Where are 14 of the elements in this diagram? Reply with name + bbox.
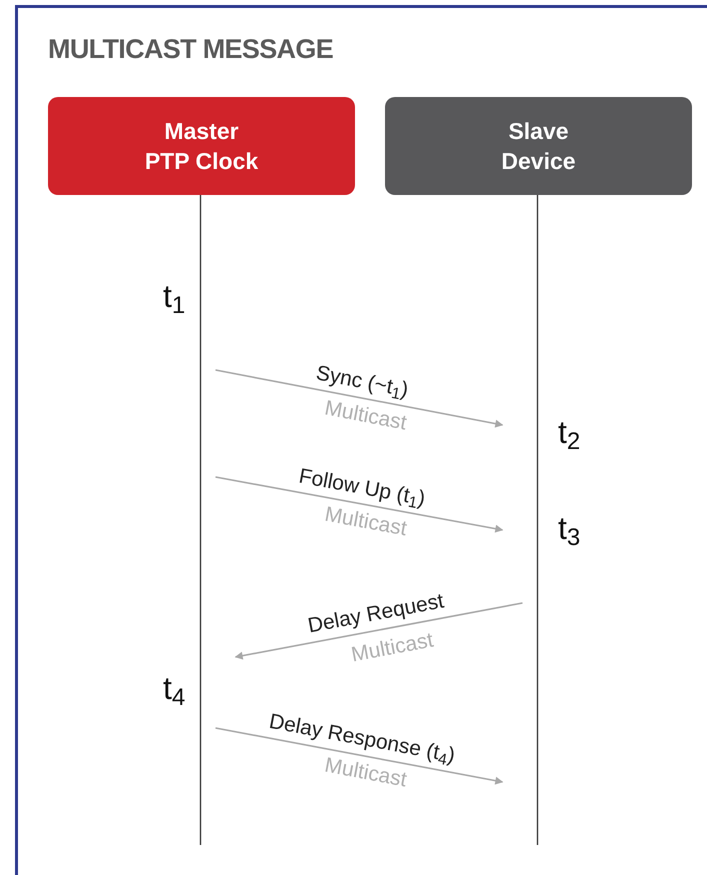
participant-label: Slave Device xyxy=(500,117,577,176)
message-label: Sync (~t$_{1}$) xyxy=(314,362,410,400)
transport-label: Multicast xyxy=(350,630,435,666)
timestamp-label: t$_{4}$ xyxy=(163,672,186,704)
timestamp-label: t$_{3}$ xyxy=(558,512,580,544)
timestamp-label: t$_{2}$ xyxy=(558,416,580,448)
title: MULTICAST MESSAGE xyxy=(48,36,334,63)
arrow xyxy=(234,602,523,660)
timestamp-label: t$_{1}$ xyxy=(163,280,186,312)
participant-label: Master PTP Clock xyxy=(144,117,260,176)
transport-label: Multicast xyxy=(323,754,408,791)
arrow xyxy=(215,476,504,533)
arrow xyxy=(215,369,504,428)
arrow xyxy=(215,727,504,785)
